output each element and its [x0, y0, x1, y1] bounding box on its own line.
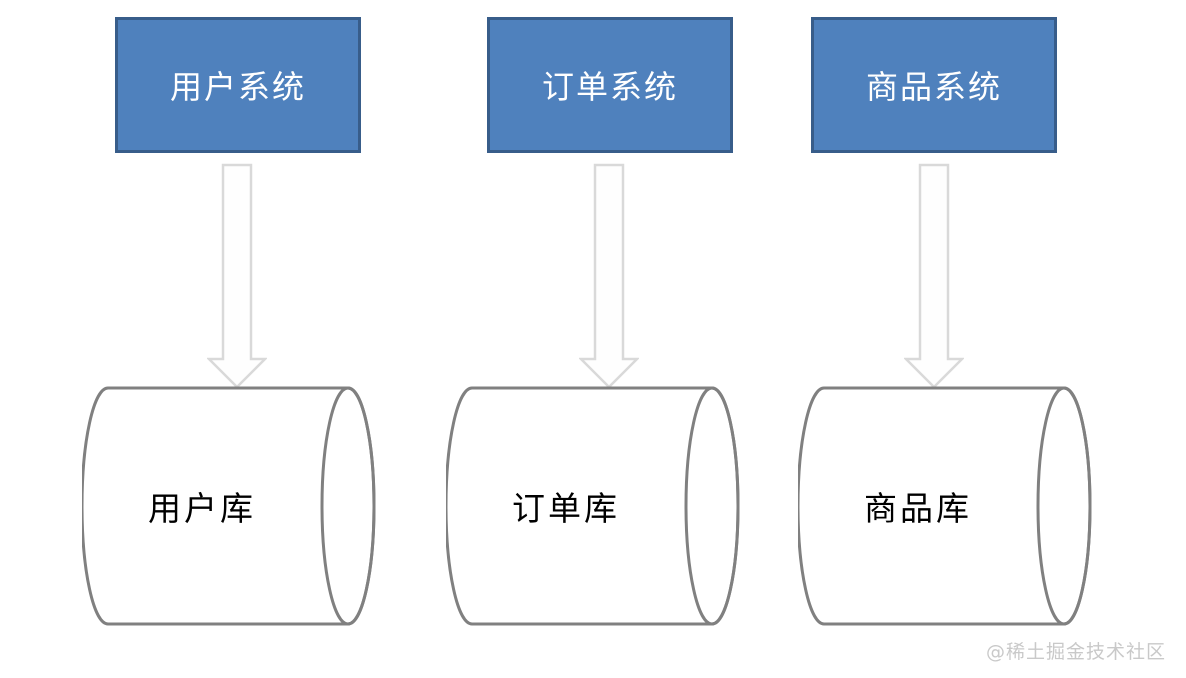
database-cylinder-icon: [446, 386, 740, 626]
down-arrow-icon: [904, 163, 964, 389]
system-box-order: 订单系统: [487, 17, 733, 153]
system-box-product-label: 商品系统: [865, 68, 1002, 106]
database-cylinder-order: 订单库: [446, 385, 740, 627]
system-box-user: 用户系统: [115, 17, 361, 153]
database-cylinder-user: 用户库: [82, 385, 376, 627]
database-cylinder-user-label: 用户库: [148, 489, 256, 528]
system-box-product: 商品系统: [811, 17, 1057, 153]
system-box-user-label: 用户系统: [169, 68, 306, 106]
down-arrow-icon: [207, 163, 267, 389]
database-cylinder-order-label: 订单库: [512, 489, 620, 528]
watermark: @稀土掘金技术社区: [985, 641, 1166, 663]
down-arrow-icon: [579, 163, 639, 389]
system-box-order-label: 订单系统: [541, 68, 678, 106]
database-cylinder-icon: [82, 386, 376, 626]
database-cylinder-product: 商品库: [798, 385, 1092, 627]
database-cylinder-product-label: 商品库: [864, 489, 972, 528]
database-cylinder-icon: [798, 386, 1092, 626]
